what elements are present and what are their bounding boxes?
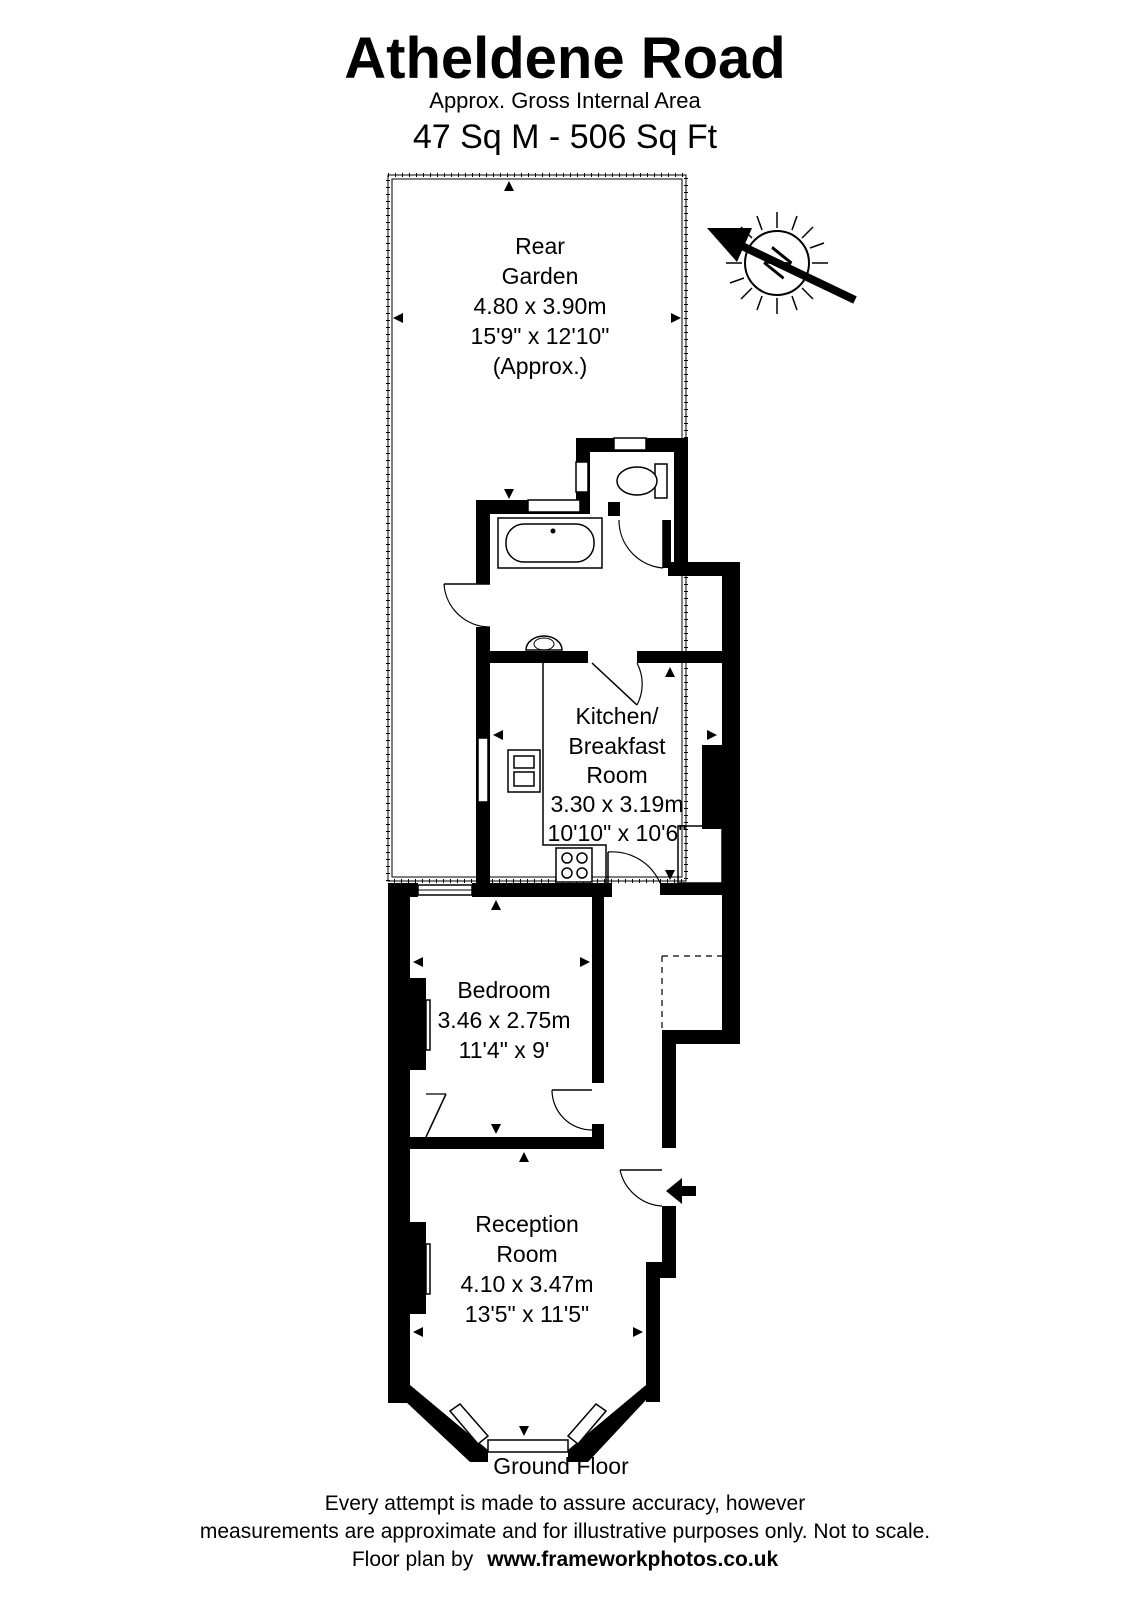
kitchen-name-line2: Breakfast xyxy=(568,733,666,759)
reception-metric: 4.10 x 3.47m xyxy=(461,1271,594,1297)
fireplace-bedroom xyxy=(425,999,431,1051)
basin-icon xyxy=(525,635,563,651)
kitchen-name-line3: Room xyxy=(586,762,647,788)
main-house-walls xyxy=(388,883,740,1462)
disclaimer-line1: Every attempt is made to assure accuracy… xyxy=(325,1492,805,1515)
garden-label: Rear Garden 4.80 x 3.90m 15'9" x 12'10" … xyxy=(471,233,610,379)
reception-name-line1: Reception xyxy=(475,1211,579,1237)
windows xyxy=(417,437,647,1453)
reception-name-line2: Room xyxy=(496,1241,557,1267)
disclaimer-line2: measurements are approximate and for ill… xyxy=(200,1520,930,1543)
bedroom-metric: 3.46 x 2.75m xyxy=(438,1007,571,1033)
garden-metric: 4.80 x 3.90m xyxy=(474,293,607,319)
credit-line: Floor plan by www.frameworkphotos.co.uk xyxy=(352,1548,779,1571)
credit-url[interactable]: www.frameworkphotos.co.uk xyxy=(486,1548,778,1571)
toilet-icon xyxy=(616,463,668,499)
reception-label: Reception Room 4.10 x 3.47m 13'5" x 11'5… xyxy=(461,1211,594,1327)
floor-label: Ground Floor xyxy=(493,1453,629,1479)
bedroom-name: Bedroom xyxy=(457,977,550,1003)
page-title: Atheldene Road xyxy=(344,26,786,91)
garden-approx: (Approx.) xyxy=(493,353,588,379)
garden-name-line1: Rear xyxy=(515,233,565,259)
kitchen-label: Kitchen/ Breakfast Room 3.30 x 3.19m 10'… xyxy=(548,703,687,846)
hob-icon xyxy=(555,847,593,883)
garden-name-line2: Garden xyxy=(502,263,579,289)
area-value: 47 Sq M - 506 Sq Ft xyxy=(413,118,718,156)
credit-prefix: Floor plan by xyxy=(352,1548,474,1571)
reception-imperial: 13'5" x 11'5" xyxy=(465,1301,589,1327)
bedroom-imperial: 11'4" x 9' xyxy=(459,1037,550,1063)
kitchen-worktop xyxy=(542,663,607,883)
entrance-arrow-icon xyxy=(666,1178,696,1204)
area-subtitle: Approx. Gross Internal Area xyxy=(429,88,701,113)
compass-icon: N xyxy=(707,212,857,314)
kitchen-metric: 3.30 x 3.19m xyxy=(551,791,684,817)
sink-icon xyxy=(507,749,541,793)
kitchen-name-line1: Kitchen/ xyxy=(575,703,659,729)
fireplace-reception xyxy=(425,1243,431,1295)
kitchen-imperial: 10'10" x 10'6" xyxy=(548,820,687,846)
bedroom-label: Bedroom 3.46 x 2.75m 11'4" x 9' xyxy=(438,977,571,1063)
dimension-markers xyxy=(393,181,717,1436)
bath-icon xyxy=(497,517,603,569)
garden-imperial: 15'9" x 12'10" xyxy=(471,323,610,349)
stairs-area xyxy=(661,955,722,1030)
doors xyxy=(425,519,664,1207)
fridge-unit xyxy=(677,825,723,884)
